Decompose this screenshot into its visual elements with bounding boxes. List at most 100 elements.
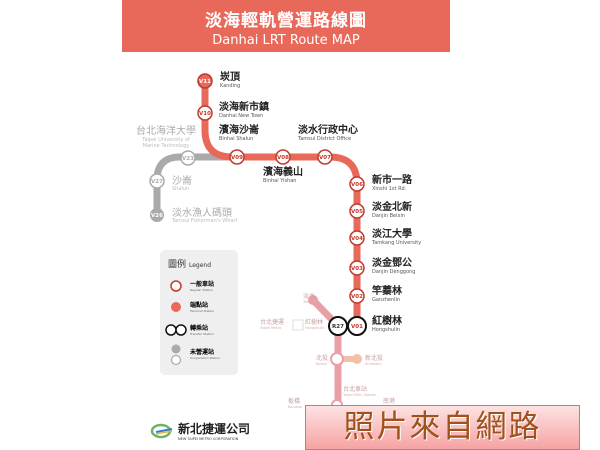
station-marker <box>349 288 365 304</box>
station-code: V08 <box>277 155 289 161</box>
station-marker <box>349 260 365 276</box>
station-code: V04 <box>351 236 363 242</box>
station-name-zh: 淡水行政中心 <box>298 123 358 136</box>
station-code: V26 <box>151 213 163 219</box>
metro-beitou-en: Beitou <box>316 362 327 366</box>
station-code: V23 <box>182 156 194 162</box>
station-marker <box>317 149 333 165</box>
metro-xinbeitou-zh: 新北投 <box>365 354 383 362</box>
legend-label-zh: 轉乘站 <box>190 324 208 332</box>
station-name-en: Tamsui District Office <box>297 136 351 142</box>
title-zh: 淡海輕軌營運路線圖 <box>205 11 367 31</box>
station-marker <box>349 176 365 192</box>
station-code: V06 <box>351 182 363 188</box>
metro-tamsui-zh: 淡水 <box>303 292 315 300</box>
legend-label-en: Unoperation Station <box>190 356 220 360</box>
metro-banqiao-zh: 板橋 <box>288 397 300 405</box>
station-name-en: Shalun <box>172 186 189 192</box>
metro-hongshulin-zh: 紅樹林 <box>305 318 323 326</box>
station-name-en: Kanding <box>220 83 240 89</box>
station-name-en: Binhai Yishan <box>263 178 296 184</box>
station-name-zh: 淡金鄧公 <box>372 256 412 269</box>
regular-station-icon <box>170 280 182 292</box>
logo-zh: 新北捷運公司 <box>178 422 251 436</box>
station-name-en-v23: Taipei University of Marine Technology <box>142 137 190 149</box>
station-name-zh: 淡水漁人碼頭 <box>172 206 232 219</box>
terminal-station-marker <box>197 73 213 89</box>
legend-label-en: Transfer Station <box>189 332 214 336</box>
unoperated-line: V23 V27 V26 台北海洋大學 沙崙 Shalun 淡水漁人碼頭 Tams… <box>136 124 238 224</box>
station-name-en: Danjin Beixin <box>372 213 405 219</box>
station-marker <box>349 203 365 219</box>
new-taipei-metro-logo: 新北捷運公司 NEW TAIPEI METRO CORPORATION <box>150 420 250 441</box>
station-name-en: Ganzhenlin <box>372 297 400 303</box>
metro-label-zh: 台北捷運 <box>260 318 284 326</box>
metro-main-en: Taipei Main Station <box>342 393 376 397</box>
logo-en: NEW TAIPEI METRO CORPORATION <box>178 437 239 441</box>
metro-hongshulin-en: Hongshulin <box>305 326 325 330</box>
station-name-en: Xinshi 1st Rd. <box>372 186 407 192</box>
tamsui-xinyi-line: 淡水 Tamsui 台北捷運 Taipei Metro 紅樹林 Hongshul… <box>259 292 395 450</box>
station-code: V27 <box>151 179 163 185</box>
station-name-zh: 淡金北新 <box>372 200 412 213</box>
station-name-en: Danhai New Town <box>219 113 263 119</box>
transfer-station-hongshulin[interactable]: R27 <box>328 316 348 336</box>
station-name-en: Tamkang University <box>371 240 421 246</box>
station-name-zh: 濱海沙崙 <box>219 123 260 136</box>
station-name-en: Hongshulin <box>372 327 400 333</box>
transfer-code: R27 <box>332 324 344 330</box>
legend-label-en: Terminal Station <box>189 309 214 313</box>
metro-beitou-zh: 北投 <box>316 354 328 362</box>
transfer-station-icon <box>165 324 187 336</box>
station-name-zh: 淡海新市鎮 <box>219 100 269 113</box>
station-name-en: Binhai Shalun <box>219 136 253 142</box>
station-marker <box>275 149 291 165</box>
station-marker <box>229 149 245 165</box>
station-marker <box>349 230 365 246</box>
map-header: 淡海輕軌營運路線圖 Danhai LRT Route MAP <box>122 0 450 52</box>
legend-title-zh: 圖例 <box>168 258 186 270</box>
legend-label-zh: 一般車站 <box>190 280 214 288</box>
legend-label-en: Regular Station <box>190 288 213 292</box>
metro-xinbeitou-en: Xinbeitou <box>365 362 382 366</box>
station-code: V02 <box>351 294 363 300</box>
station-code: V05 <box>351 209 363 215</box>
metro-label-en: Taipei Metro <box>259 326 281 330</box>
station-name-zh: 淡江大學 <box>372 227 412 240</box>
station-name-zh: 新市一路 <box>372 173 413 186</box>
station-name-zh: 崁頂 <box>220 70 241 83</box>
terminal-station-icon <box>171 302 181 312</box>
title-en: Danhai LRT Route MAP <box>212 33 360 48</box>
station-name-zh: 沙崙 <box>172 175 192 187</box>
metro-banqiao-en: Banqiao <box>288 405 302 409</box>
station-code: V07 <box>319 155 331 161</box>
station-name-en: Tamsui Fisherman's Wharf <box>171 218 238 224</box>
station-name-zh: 台北海洋大學 <box>136 124 196 137</box>
metro-logo-icon <box>150 423 173 438</box>
station-name-zh: 濱海義山 <box>263 165 303 178</box>
station-code: V10 <box>199 111 211 117</box>
station-code: V11 <box>199 79 211 85</box>
metro-tamsui-en: Tamsui <box>302 300 315 304</box>
station-code: V09 <box>231 155 243 161</box>
watermark: 照片來自網路 <box>305 405 580 450</box>
station-name-zh: 竿蓁林 <box>372 284 403 297</box>
station-name-en: Danjin Denggong <box>372 269 415 275</box>
metro-main-zh: 台北車站 <box>343 385 367 393</box>
metro-nangang-zh: 南港 <box>383 397 395 405</box>
unoperated-station-icon <box>170 344 182 366</box>
station-name-zh: 紅樹林 <box>372 314 403 327</box>
